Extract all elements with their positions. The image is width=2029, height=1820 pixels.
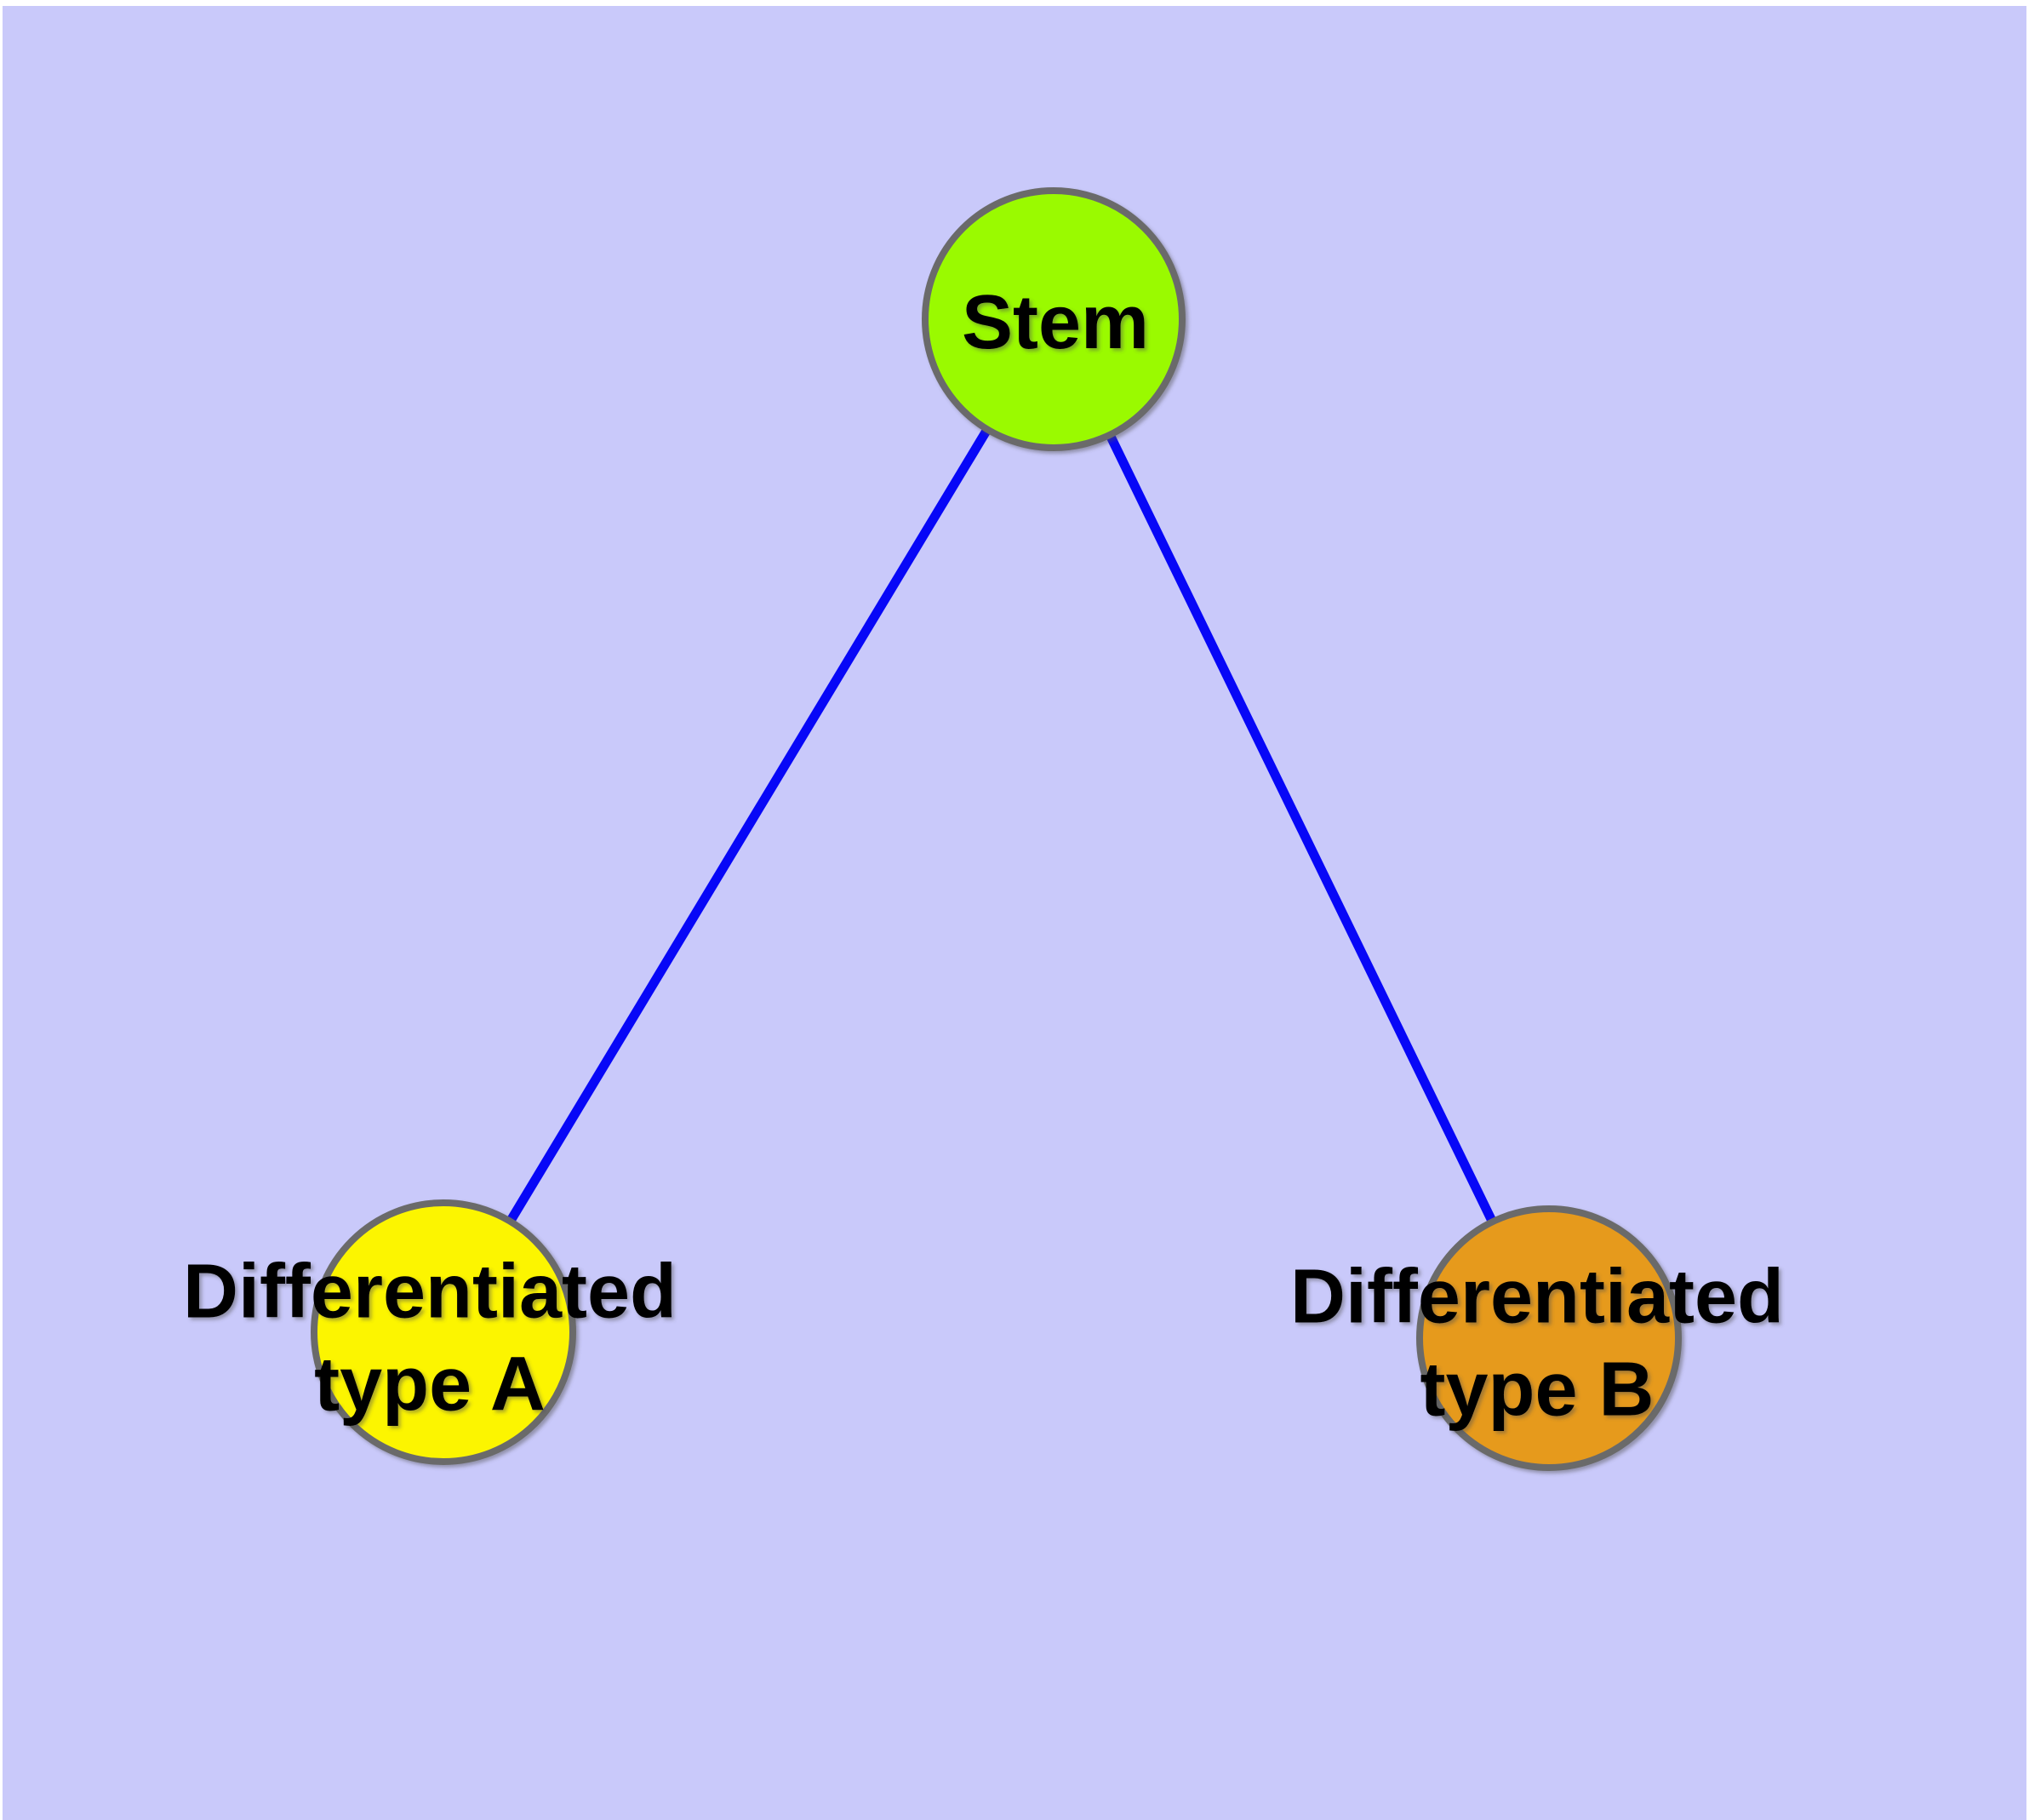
node-type-a-label-line-2: type A — [314, 1342, 546, 1428]
node-stem-circle — [922, 187, 1186, 451]
node-type-b-label-line-2: type B — [1420, 1348, 1654, 1433]
node-type-b-label-line-1: Differentiated — [1290, 1255, 1784, 1340]
node-type-a-circle — [311, 1199, 576, 1465]
node-type-a-label-line-1: Differentiated — [183, 1250, 677, 1335]
edge-stem-to-type-b — [1049, 317, 1553, 1341]
node-stem-label: Stem — [962, 280, 1149, 365]
node-stem-label-line-1: Stem — [962, 280, 1149, 365]
node-type-b-circle — [1416, 1205, 1682, 1471]
edges-layer — [439, 317, 1553, 1341]
node-stem: Stem — [922, 187, 1186, 451]
edge-stem-to-type-a — [439, 317, 1058, 1335]
